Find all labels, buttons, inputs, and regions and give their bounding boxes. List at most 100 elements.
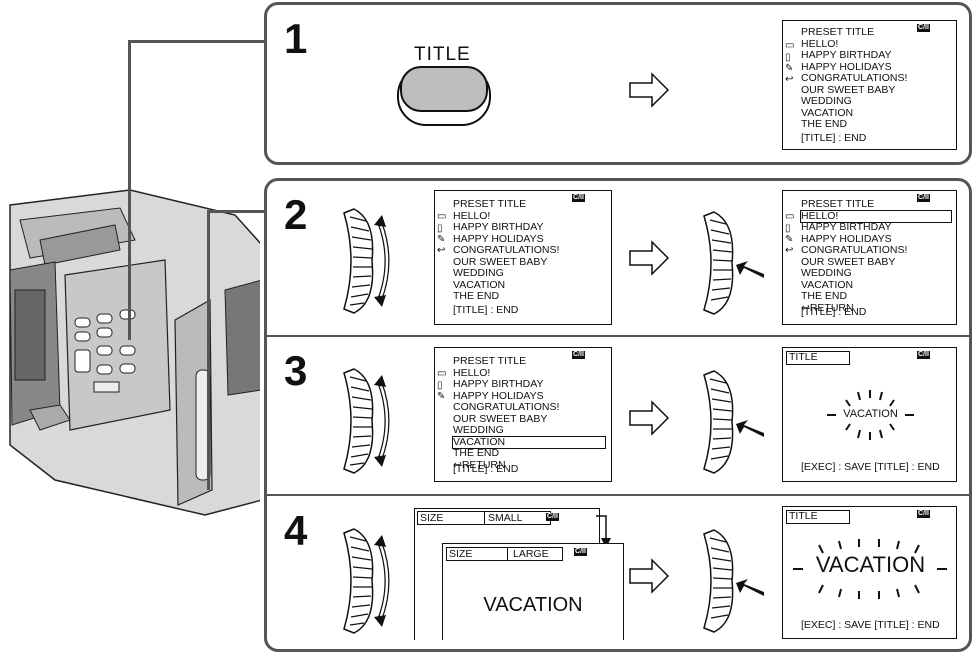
- step-number-2: 2: [284, 191, 308, 238]
- menu-item: THE END: [801, 290, 848, 302]
- folder-icon: ▭: [437, 211, 447, 222]
- folder-icon: ▭: [785, 211, 795, 222]
- return-arrow-icon: ↩: [437, 245, 446, 256]
- connector-line-title-top: [128, 40, 266, 43]
- menu-item: HELLO!: [453, 209, 491, 222]
- size-divider: [507, 548, 509, 560]
- page-icon: ▯: [785, 52, 791, 63]
- return-arrow-icon: ↩: [785, 74, 794, 85]
- preset-title-menu-screen-vacation: C/II PRESET TITLE HELLO! HAPPY BIRTHDAY …: [434, 347, 612, 482]
- dial-rotate-icon-3[interactable]: [336, 365, 396, 477]
- cassette-icon: C/II: [917, 351, 930, 359]
- menu-item: VACATION: [801, 106, 854, 119]
- page-icon: ▯: [785, 223, 791, 234]
- menu-item: HAPPY HOLIDAYS: [453, 389, 544, 402]
- return-arrow-icon: ↩: [453, 458, 462, 471]
- size-value-large: LARGE: [513, 548, 549, 560]
- dial-rotate-icon-2[interactable]: [336, 205, 396, 317]
- menu-item: HAPPY HOLIDAYS: [801, 60, 892, 73]
- menu-footer: [TITLE] : END: [801, 306, 867, 318]
- pointing-right-arrow-icon: [629, 558, 670, 594]
- page-icon: ▯: [437, 380, 443, 391]
- folder-icon: ▭: [437, 368, 447, 379]
- menu-item: HAPPY BIRTHDAY: [453, 221, 544, 233]
- menu-item: CONGRATULATIONS!: [801, 72, 908, 84]
- menu-item: HAPPY HOLIDAYS: [453, 232, 544, 245]
- menu-item: HAPPY BIRTHDAY: [801, 49, 892, 61]
- menu-footer: [TITLE] : END: [453, 463, 519, 475]
- pointing-right-arrow-icon: [629, 240, 670, 276]
- menu-item: HAPPY BIRTHDAY: [801, 221, 892, 233]
- preset-title-menu-screen: C/II PRESET TITLE HELLO! HAPPY BIRTHDAY …: [782, 20, 957, 150]
- menu-item: HELLO!: [453, 366, 491, 379]
- menu-item: OUR SWEET BABY: [801, 83, 896, 96]
- dial-push-icon-2[interactable]: [696, 208, 766, 318]
- title-preview-screen: C/II TITLE VACATION [EXEC] : SAVE [TITLE…: [782, 347, 957, 482]
- pen-icon: ✎: [437, 391, 446, 402]
- folder-icon: ▭: [785, 40, 795, 51]
- pointing-right-arrow-icon: [629, 400, 670, 436]
- menu-item: THE END: [801, 118, 848, 130]
- menu-item-highlighted: HELLO!: [800, 209, 952, 223]
- menu-item: WEDDING: [801, 95, 852, 107]
- divider-2-3: [267, 335, 969, 337]
- title-label-box: TITLE: [786, 510, 850, 524]
- menu-return: ↩RETURN: [801, 301, 854, 314]
- size-bar: SIZE LARGE: [446, 547, 563, 561]
- step-number-1: 1: [284, 15, 308, 62]
- preset-title-menu-screen: C/II PRESET TITLE HELLO! HAPPY BIRTHDAY …: [434, 190, 612, 325]
- dial-push-icon-4[interactable]: [696, 526, 766, 636]
- menu-item: CONGRATULATIONS!: [453, 244, 560, 256]
- menu-footer: [TITLE] : END: [801, 132, 867, 144]
- step-number-3: 3: [284, 347, 308, 394]
- menu-item: VACATION: [801, 278, 854, 291]
- cassette-icon: C/II: [572, 351, 585, 359]
- pen-icon: ✎: [437, 234, 446, 245]
- size-bar: SIZE SMALL: [417, 511, 551, 525]
- cassette-icon: C/II: [546, 513, 559, 521]
- title-screen-footer: [EXEC] : SAVE [TITLE] : END: [801, 619, 940, 631]
- menu-item: WEDDING: [453, 424, 504, 436]
- connector-line-dial: [207, 210, 210, 490]
- menu-header: PRESET TITLE: [801, 26, 875, 38]
- menu-item: CONGRATULATIONS!: [453, 401, 560, 413]
- menu-item: WEDDING: [801, 267, 852, 279]
- title-button[interactable]: [395, 64, 495, 129]
- menu-item: OUR SWEET BABY: [453, 412, 548, 425]
- cassette-icon: C/II: [917, 24, 930, 32]
- title-preview-screen-large: C/II TITLE VACATION [EXEC] : SAVE [TITLE…: [782, 506, 957, 639]
- pen-icon: ✎: [785, 234, 794, 245]
- menu-return: ↩RETURN: [453, 458, 506, 471]
- title-screen-footer: [EXEC] : SAVE [TITLE] : END: [801, 461, 940, 473]
- size-large-screen: SIZE LARGE C/II VACATION: [442, 543, 624, 640]
- connector-line-title: [128, 40, 131, 340]
- menu-item: THE END: [453, 447, 500, 459]
- divider-3-4: [267, 494, 969, 496]
- title-button-label: TITLE: [414, 44, 471, 65]
- menu-item: HAPPY BIRTHDAY: [453, 378, 544, 390]
- dial-push-icon-3[interactable]: [696, 367, 766, 477]
- menu-header: PRESET TITLE: [801, 198, 875, 210]
- cassette-icon: C/II: [917, 510, 930, 518]
- menu-item: CONGRATULATIONS!: [801, 244, 908, 256]
- camcorder-illustration: [9, 189, 260, 516]
- size-value-small: SMALL: [488, 512, 523, 524]
- size-divider: [484, 512, 486, 524]
- cassette-icon: C/II: [574, 548, 587, 556]
- selected-title-large: VACATION: [815, 552, 926, 577]
- menu-item-highlighted: VACATION: [452, 435, 606, 449]
- menu-item: OUR SWEET BABY: [801, 255, 896, 268]
- selected-title-small: VACATION: [843, 408, 898, 420]
- size-label: SIZE: [449, 548, 473, 560]
- pointing-right-arrow-icon: [629, 72, 670, 108]
- size-preview-text: VACATION: [483, 594, 583, 616]
- menu-item: WEDDING: [453, 267, 504, 279]
- dial-rotate-icon-4[interactable]: [336, 525, 396, 637]
- flash-rays-icon: [827, 390, 914, 440]
- size-label: SIZE: [420, 512, 444, 524]
- menu-header: PRESET TITLE: [453, 198, 527, 210]
- preset-title-menu-screen-highlight: C/II PRESET TITLE HELLO! HAPPY BIRTHDAY …: [782, 190, 957, 325]
- menu-footer: [TITLE] : END: [453, 304, 519, 316]
- menu-header: PRESET TITLE: [453, 355, 527, 367]
- pen-icon: ✎: [785, 63, 794, 74]
